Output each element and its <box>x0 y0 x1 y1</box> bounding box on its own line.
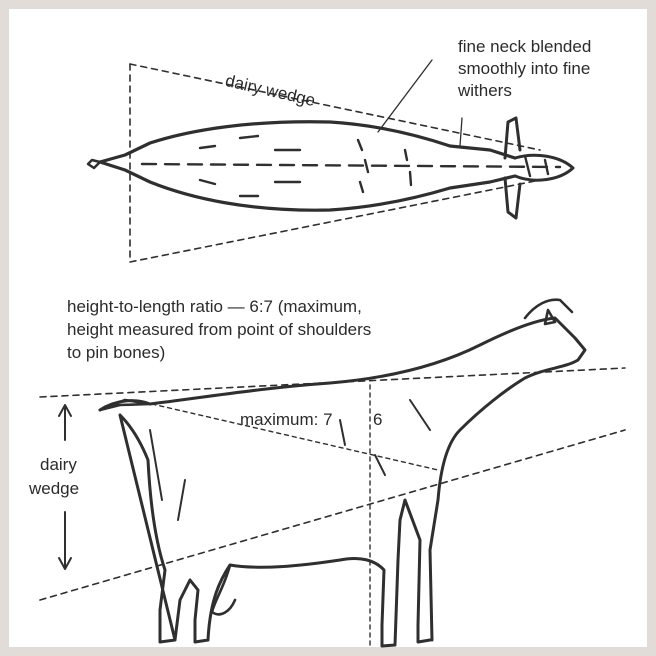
neck-annotation-line2: smoothly into fine <box>458 58 590 80</box>
ratio-text-line2: height measured from point of shoulders <box>67 319 371 341</box>
top-spine-line <box>142 164 560 167</box>
side-wedge-label-line2: wedge <box>29 478 79 500</box>
neck-annotation-line3: withers <box>458 80 512 102</box>
top-tail-tip <box>88 160 100 168</box>
top-ear-upper <box>505 118 520 158</box>
neck-annotation-line1: fine neck blended <box>458 36 591 58</box>
withers-pointer-line <box>460 118 462 146</box>
side-body-outline <box>100 318 585 646</box>
side-dairy-wedge-outline <box>40 368 625 600</box>
side-wedge-label-line1: dairy <box>40 454 77 476</box>
ratio-text-line3: to pin bones) <box>67 342 165 364</box>
maximum-measure-label: maximum: 7 <box>240 409 333 431</box>
height-measure-value: 6 <box>373 409 382 431</box>
side-ear <box>545 310 555 324</box>
side-udder <box>212 565 235 614</box>
ratio-text-line1: height-to-length ratio — 6:7 (maximum, <box>67 296 362 318</box>
